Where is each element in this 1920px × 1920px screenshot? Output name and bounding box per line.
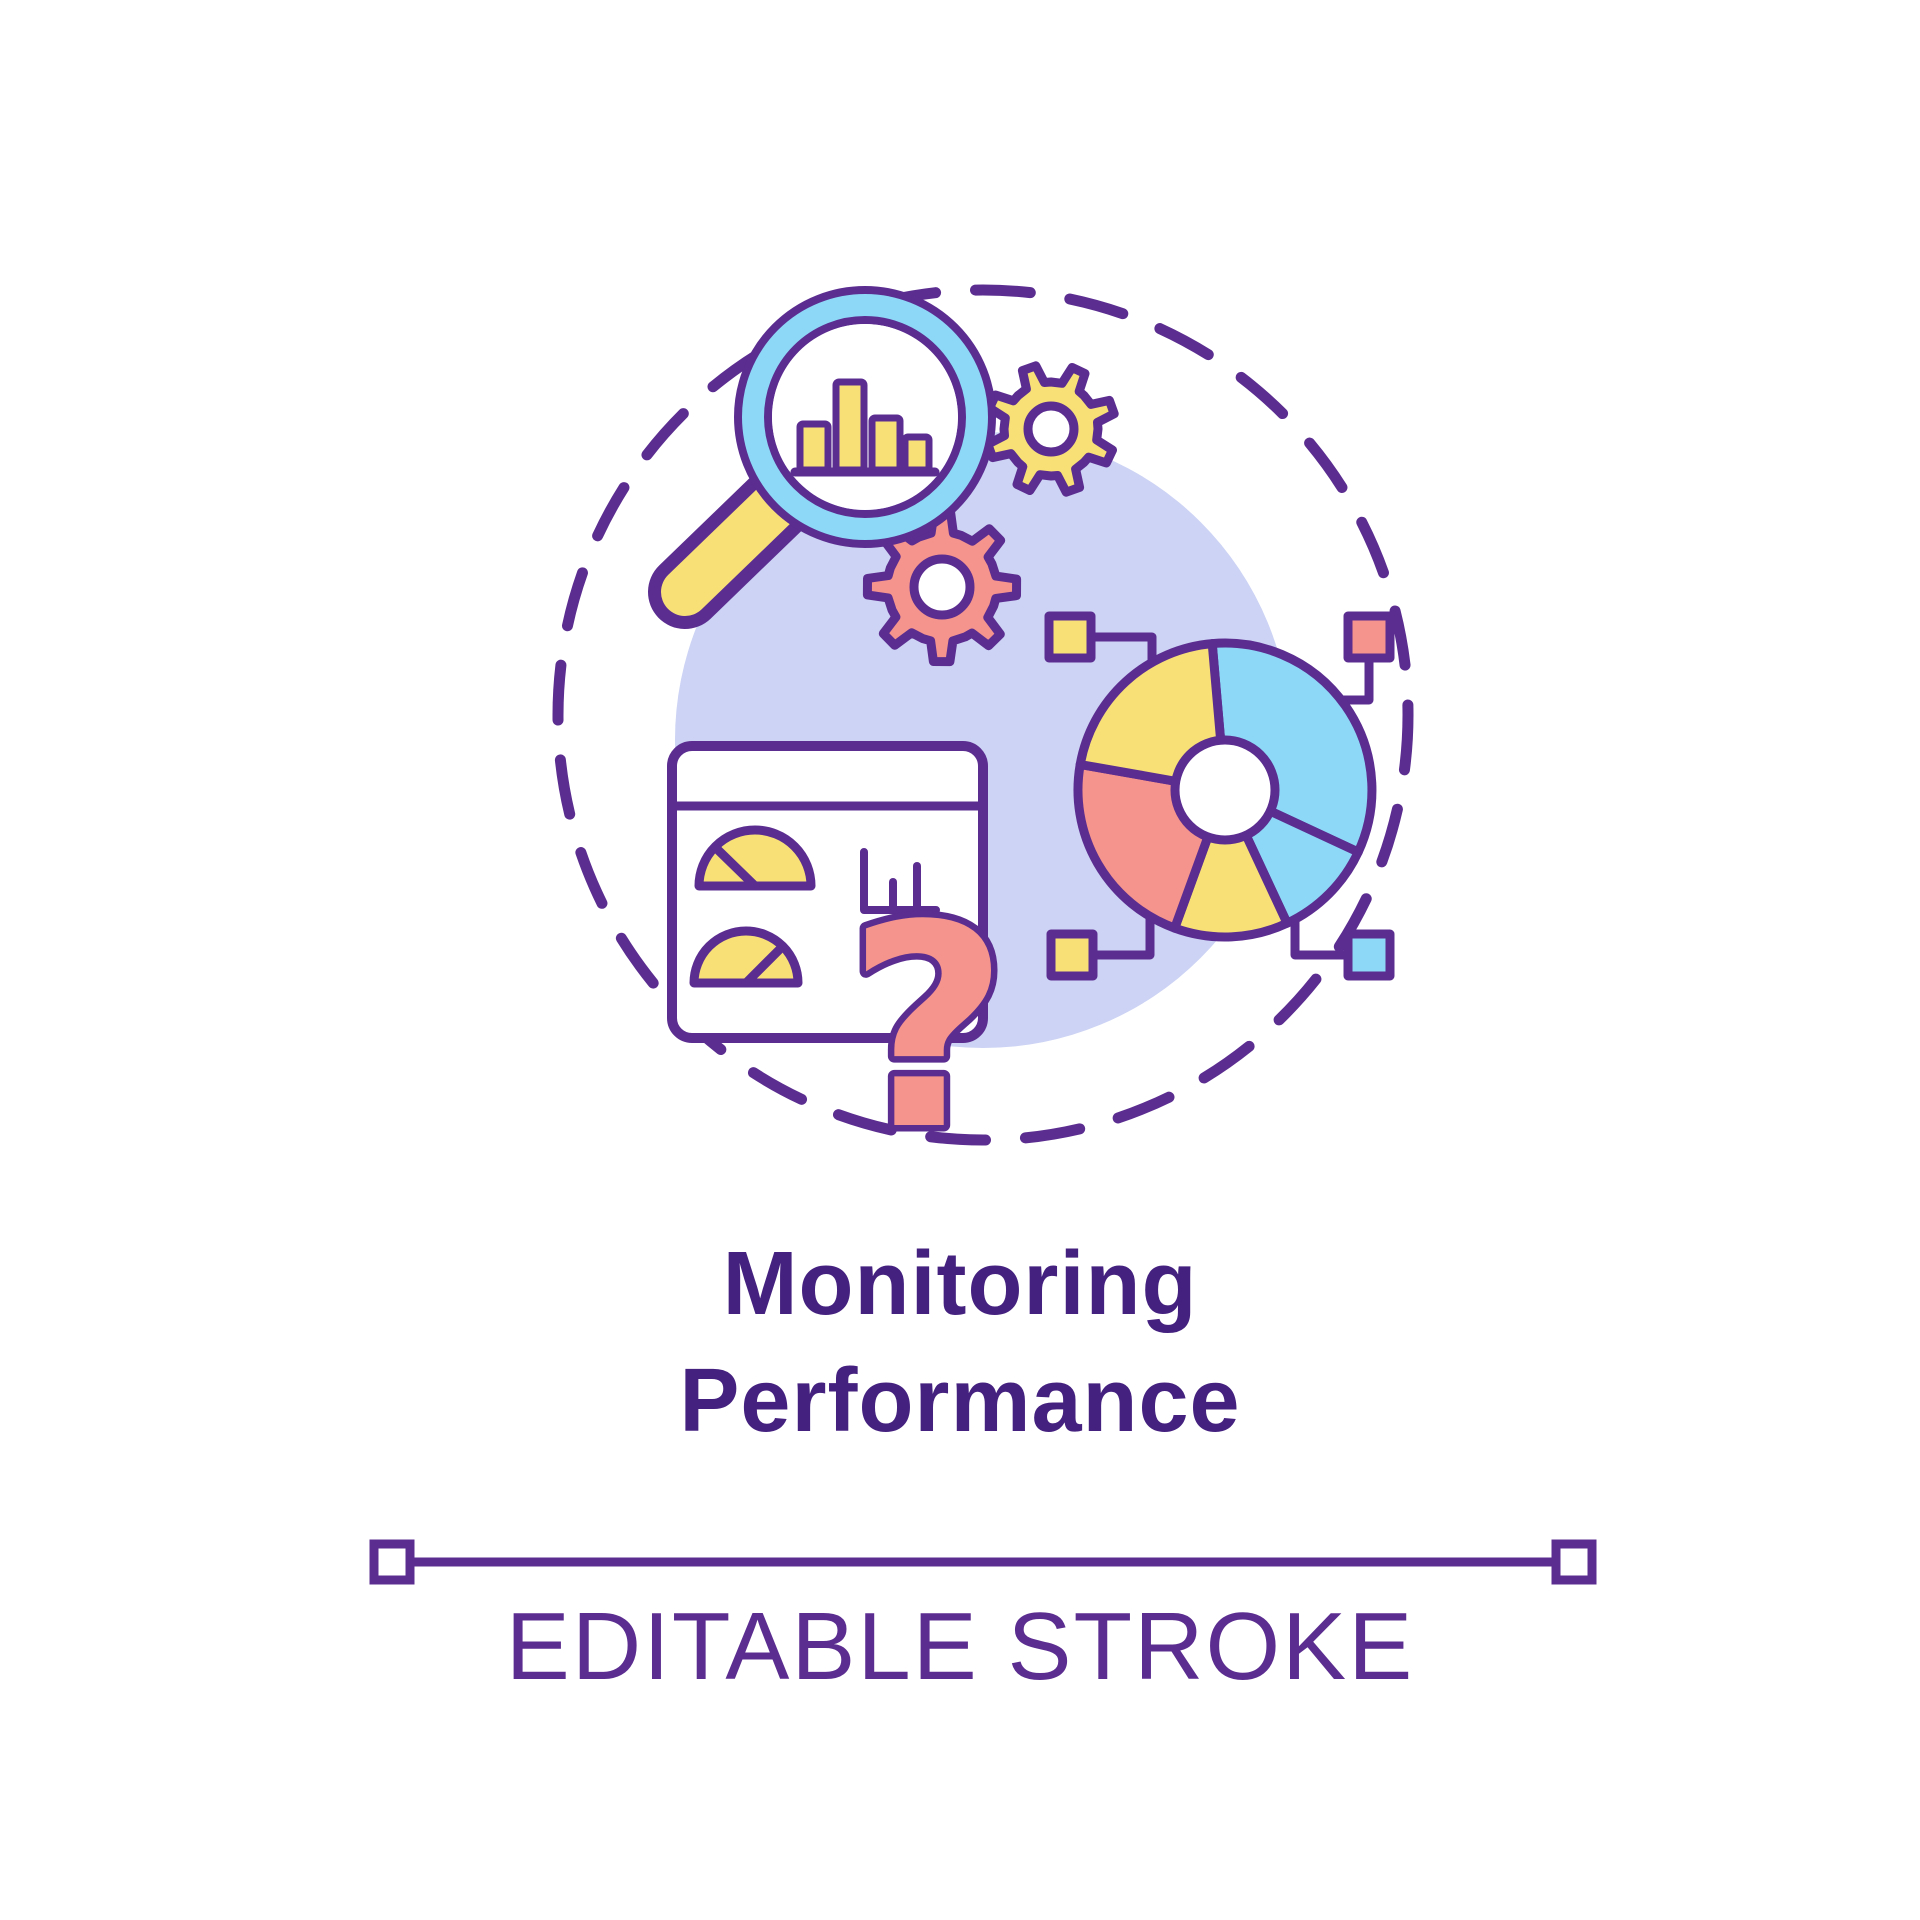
node-square-cyan — [1343, 929, 1395, 981]
magnifier-ring — [742, 294, 988, 540]
title-line1: Monitoring — [722, 1234, 1198, 1334]
page-title: Monitoring Performance — [0, 1226, 1920, 1460]
gear-hole — [1023, 401, 1079, 457]
mini-chart-axis — [860, 848, 940, 914]
gauge-needle — [712, 844, 760, 891]
magnifier-handle — [661, 481, 799, 616]
bar — [901, 433, 933, 474]
node-square-yellow-2 — [1046, 929, 1098, 981]
gauge-icon — [694, 825, 816, 891]
donut-segment-yellow-small — [1170, 785, 1292, 942]
gear-icon-large — [862, 507, 1022, 667]
donut-chart-icon — [1073, 638, 1377, 942]
bar — [868, 414, 904, 474]
node-square-salmon — [1343, 611, 1395, 663]
stroke-endpoint-right — [1551, 1539, 1597, 1585]
gear-hole — [909, 554, 975, 620]
magnifier-bar-chart-icon — [648, 286, 996, 629]
bar — [796, 420, 832, 474]
question-mark-icon: ? — [847, 866, 1009, 1192]
gauge-needle-2 — [741, 945, 784, 988]
dashed-orbit-circle — [552, 284, 1414, 1146]
gear-icon-small — [983, 361, 1119, 497]
stroke-endpoint-left — [369, 1539, 415, 1585]
data-node-squares — [1044, 611, 1395, 981]
stroke-endpoint-squares — [369, 1539, 1597, 1585]
dashboard-gauges-icon — [667, 741, 988, 1043]
bar — [832, 378, 868, 474]
gauge-icon-2 — [689, 926, 803, 988]
donut-hole — [1170, 735, 1280, 845]
editable-stroke-label: EDITABLE STROKE — [505, 1593, 1415, 1700]
node-square-yellow — [1044, 611, 1096, 663]
title-line2: Performance — [679, 1351, 1241, 1451]
